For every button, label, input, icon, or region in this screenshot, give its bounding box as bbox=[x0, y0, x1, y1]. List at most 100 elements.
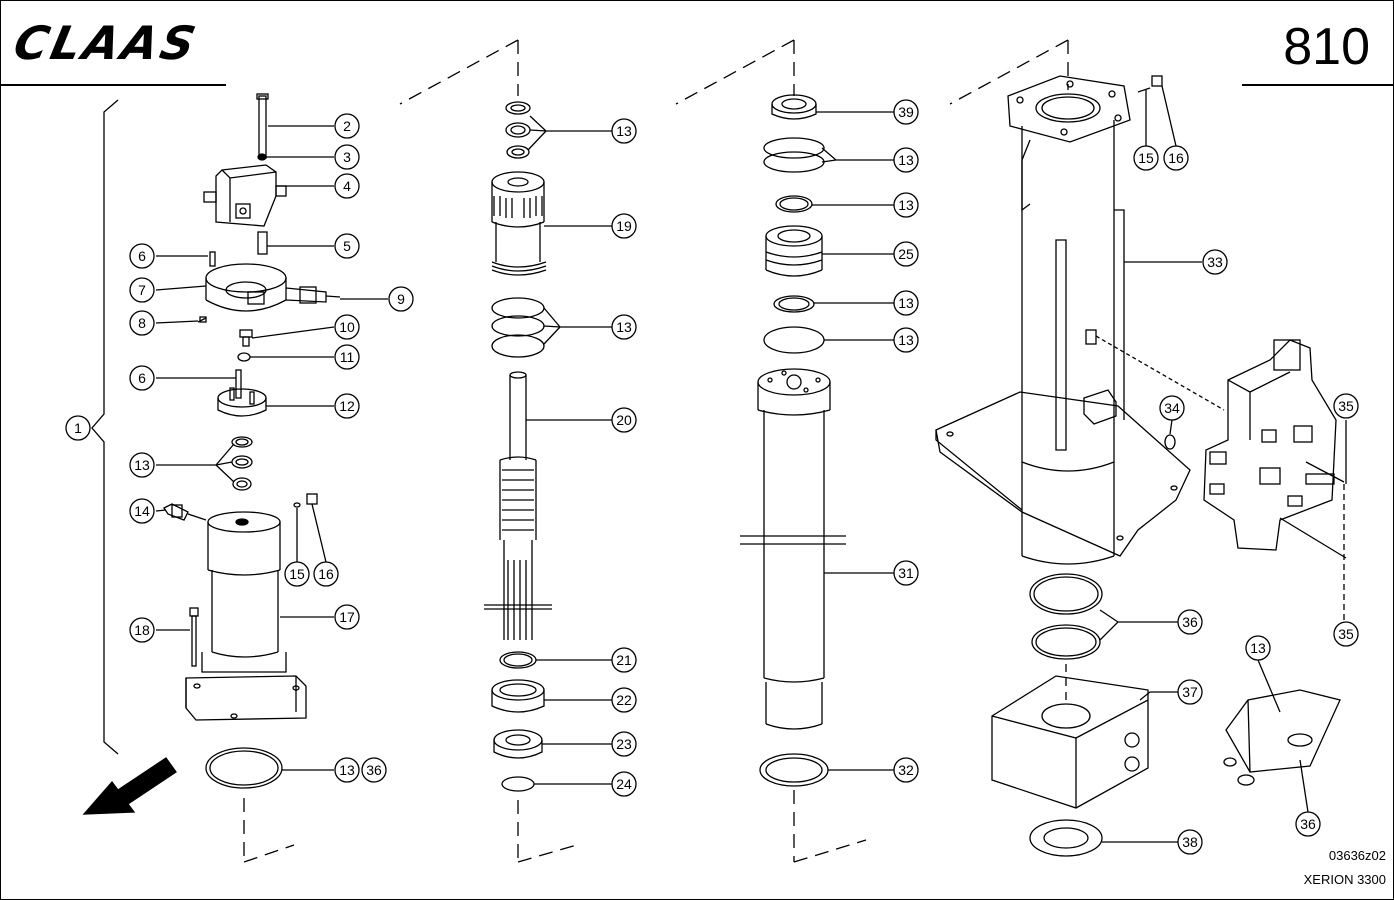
callout-13h: 13 bbox=[893, 327, 919, 353]
header-rule-left bbox=[0, 84, 226, 86]
svg-text:25: 25 bbox=[898, 246, 914, 262]
callout-20: 20 bbox=[611, 407, 637, 433]
callout-6a: 6 bbox=[129, 243, 155, 269]
svg-text:10: 10 bbox=[339, 319, 355, 335]
callout-25: 25 bbox=[893, 241, 919, 267]
callout-3: 3 bbox=[334, 144, 360, 170]
svg-text:4: 4 bbox=[343, 178, 351, 194]
callout-5: 5 bbox=[334, 233, 360, 259]
callout-6b: 6 bbox=[129, 365, 155, 391]
callout-32: 32 bbox=[893, 757, 919, 783]
callout-34: 34 bbox=[1159, 395, 1185, 421]
svg-text:17: 17 bbox=[339, 609, 355, 625]
svg-text:18: 18 bbox=[134, 622, 150, 638]
callout-22: 22 bbox=[611, 687, 637, 713]
svg-text:13: 13 bbox=[898, 197, 914, 213]
svg-text:31: 31 bbox=[898, 565, 914, 581]
svg-text:15: 15 bbox=[1138, 150, 1154, 166]
assembly-group-1 bbox=[82, 93, 341, 863]
callout-39: 39 bbox=[893, 99, 919, 125]
callout-7: 7 bbox=[129, 277, 155, 303]
page-number: 810 bbox=[1283, 18, 1370, 76]
callout-9: 9 bbox=[388, 286, 414, 312]
callout-16b: 16 bbox=[1163, 145, 1189, 171]
callout-13i: 13 bbox=[1245, 635, 1271, 661]
svg-text:13: 13 bbox=[898, 332, 914, 348]
assembly-group-3 bbox=[675, 39, 867, 863]
svg-text:13: 13 bbox=[616, 319, 632, 335]
callout-11: 11 bbox=[334, 344, 360, 370]
callout-13f: 13 bbox=[893, 192, 919, 218]
svg-text:35: 35 bbox=[1338, 398, 1354, 414]
svg-text:5: 5 bbox=[343, 238, 351, 254]
svg-text:23: 23 bbox=[616, 736, 632, 752]
callout-16a: 16 bbox=[313, 561, 339, 587]
assembly-group-2 bbox=[399, 39, 581, 863]
svg-text:12: 12 bbox=[339, 398, 355, 414]
header-rule-right bbox=[1242, 84, 1394, 86]
callout-33: 33 bbox=[1202, 249, 1228, 275]
svg-text:33: 33 bbox=[1207, 254, 1223, 270]
svg-text:32: 32 bbox=[898, 762, 914, 778]
callout-12: 12 bbox=[334, 393, 360, 419]
leader-lines bbox=[155, 85, 1347, 843]
svg-text:20: 20 bbox=[616, 412, 632, 428]
model-name: XERION 3300 bbox=[1303, 872, 1386, 887]
callout-23: 23 bbox=[611, 731, 637, 757]
svg-text:39: 39 bbox=[898, 104, 914, 120]
svg-text:11: 11 bbox=[340, 349, 355, 365]
svg-text:21: 21 bbox=[616, 652, 632, 668]
drawing-code: 03636z02 bbox=[1328, 848, 1386, 863]
callout-13e: 13 bbox=[893, 147, 919, 173]
callout-2: 2 bbox=[334, 113, 360, 139]
svg-text:19: 19 bbox=[616, 218, 632, 234]
callout-15b: 15 bbox=[1133, 145, 1159, 171]
callout-1: 1 bbox=[65, 415, 91, 441]
svg-text:36: 36 bbox=[1300, 816, 1316, 832]
svg-text:6: 6 bbox=[138, 370, 146, 386]
callout-19: 19 bbox=[611, 213, 637, 239]
assembly-group-4 bbox=[935, 39, 1347, 857]
callout-10: 10 bbox=[334, 314, 360, 340]
callout-18: 18 bbox=[129, 617, 155, 643]
svg-text:13: 13 bbox=[616, 123, 632, 139]
callout-35b: 35 bbox=[1333, 621, 1359, 647]
callout-15a: 15 bbox=[284, 561, 310, 587]
callout-13a: 13 bbox=[129, 452, 155, 478]
callout-36a: 36 bbox=[361, 757, 387, 783]
svg-text:13: 13 bbox=[1250, 640, 1266, 656]
svg-text:13: 13 bbox=[339, 762, 355, 778]
svg-text:13: 13 bbox=[898, 295, 914, 311]
svg-text:13: 13 bbox=[134, 457, 150, 473]
svg-text:2: 2 bbox=[343, 118, 351, 134]
svg-text:8: 8 bbox=[138, 315, 146, 331]
svg-text:3: 3 bbox=[343, 149, 351, 165]
svg-text:37: 37 bbox=[1182, 684, 1198, 700]
svg-text:13: 13 bbox=[898, 152, 914, 168]
callout-13b: 13 bbox=[334, 757, 360, 783]
svg-text:24: 24 bbox=[616, 776, 632, 792]
callout-13c: 13 bbox=[611, 118, 637, 144]
svg-text:1: 1 bbox=[74, 420, 82, 436]
callout-38: 38 bbox=[1177, 829, 1203, 855]
svg-text:6: 6 bbox=[138, 248, 146, 264]
callout-13g: 13 bbox=[893, 290, 919, 316]
svg-text:38: 38 bbox=[1182, 834, 1198, 850]
callout-13d: 13 bbox=[611, 314, 637, 340]
callout-24: 24 bbox=[611, 771, 637, 797]
svg-text:34: 34 bbox=[1164, 400, 1180, 416]
svg-text:16: 16 bbox=[1168, 150, 1184, 166]
svg-text:36: 36 bbox=[1182, 614, 1198, 630]
callout-31: 31 bbox=[893, 560, 919, 586]
svg-text:35: 35 bbox=[1338, 626, 1354, 642]
callout-21: 21 bbox=[611, 647, 637, 673]
callout-36b: 36 bbox=[1177, 609, 1203, 635]
callout-35a: 35 bbox=[1333, 393, 1359, 419]
callout-37: 37 bbox=[1177, 679, 1203, 705]
callout-14: 14 bbox=[129, 498, 155, 524]
callout-17: 17 bbox=[334, 604, 360, 630]
callout-36c: 36 bbox=[1295, 811, 1321, 837]
callout-8: 8 bbox=[129, 310, 155, 336]
svg-text:9: 9 bbox=[397, 291, 405, 307]
